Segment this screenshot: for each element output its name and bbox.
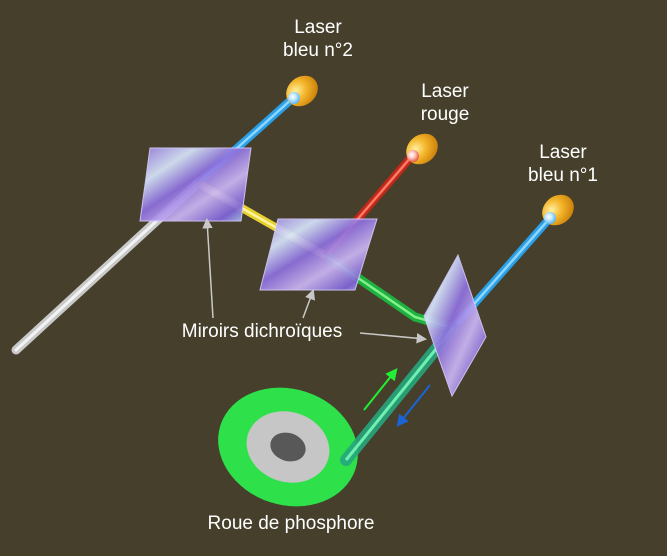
pointer-arrow <box>359 332 428 344</box>
phosphor-wheel-icon <box>218 387 358 507</box>
laser-rouge-label: Laser rouge <box>395 80 495 126</box>
roue-label: Roue de phosphore <box>207 513 375 534</box>
laser-bleu-1-label: Laser bleu n°1 <box>513 141 613 187</box>
laser-emitter-icon <box>542 194 574 226</box>
arrow-blue-icon <box>396 384 431 427</box>
pointer-arrow <box>302 289 316 319</box>
dichroic-mirror-icon <box>423 253 487 398</box>
laser-bleu-1-line1: Laser <box>539 142 587 163</box>
laser-bleu-2-label: Laser bleu n°2 <box>268 16 368 62</box>
dichroic-mirror-icon <box>139 147 252 222</box>
arrow-green-icon <box>363 368 398 411</box>
laser-bleu-2-line2: bleu n°2 <box>283 40 353 61</box>
dichroic-mirror-icon <box>259 218 378 291</box>
laser-emitter-icon <box>286 75 318 107</box>
laser-bleu-2-line1: Laser <box>294 17 342 38</box>
laser-emitter-icon <box>406 133 438 165</box>
laser-rouge-line1: Laser <box>421 81 469 102</box>
laser-bleu-1-line2: bleu n°1 <box>528 165 598 186</box>
pointer-arrow <box>202 217 214 319</box>
miroirs-label: Miroirs dichroïques <box>181 321 343 342</box>
laser-rouge-line2: rouge <box>420 104 470 125</box>
